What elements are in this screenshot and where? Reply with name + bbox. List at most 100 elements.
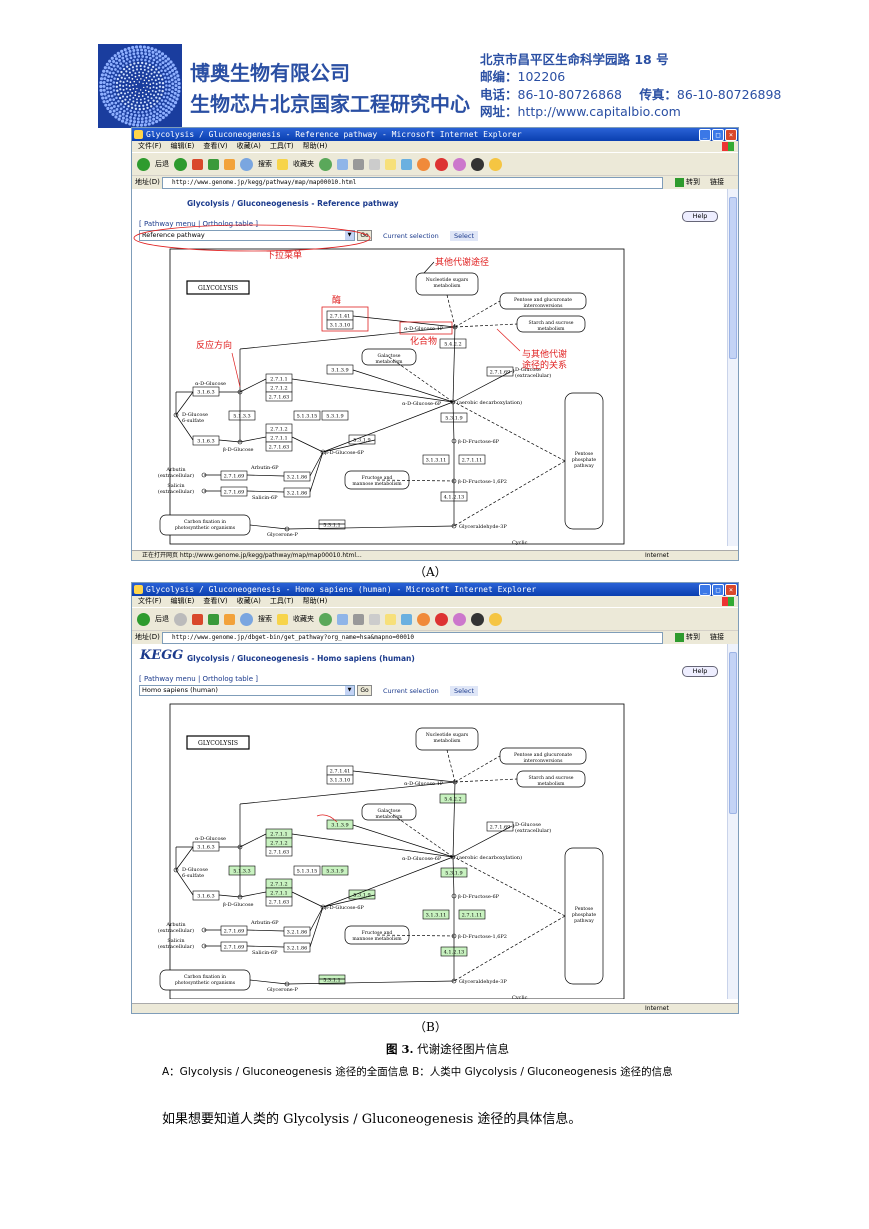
help-button[interactable]: Help [682, 211, 718, 222]
favorites-star-icon[interactable] [277, 158, 288, 170]
maximize-button[interactable]: □ [712, 129, 724, 141]
emoji-icon[interactable] [489, 157, 502, 171]
select-button[interactable]: Select [450, 231, 478, 241]
chevron-down-icon[interactable]: ▼ [345, 231, 354, 240]
menu-view[interactable]: 查看(V) [203, 142, 228, 150]
map-edge [309, 906, 324, 948]
menu-help[interactable]: 帮助(H) [302, 142, 328, 150]
go-submit-button[interactable]: Go [357, 230, 372, 241]
organism-dropdown[interactable]: Reference pathway▼ [139, 230, 355, 241]
url-input[interactable]: http://www.genome.jp/dbget-bin/get_pathw… [162, 632, 663, 644]
menu-edit[interactable]: 编辑(E) [170, 142, 195, 150]
enzyme-2-7-1-63-b: 2.7.1.63 [269, 900, 290, 906]
history-icon[interactable] [319, 157, 332, 171]
url-input[interactable]: http://www.genome.jp/kegg/pathway/map/ma… [162, 177, 663, 189]
smiley-icon[interactable] [417, 157, 430, 171]
window-titlebar: Glycolysis / Gluconeogenesis - Homo sapi… [132, 583, 738, 596]
menu-file[interactable]: 文件(F) [138, 142, 162, 150]
enzyme-3-1-6-3: 3.1.6.3 [197, 845, 215, 851]
edit-icon[interactable] [369, 158, 380, 170]
clock-icon[interactable] [435, 612, 448, 626]
enzyme-2-7-1-2: 2.7.1.2 [270, 841, 288, 847]
smiley-icon[interactable] [417, 612, 430, 626]
menu-help[interactable]: 帮助(H) [302, 597, 328, 605]
messenger-icon[interactable] [401, 613, 412, 625]
links-button[interactable]: 链接 [710, 178, 724, 186]
go-button[interactable]: 转到 [686, 633, 700, 641]
mail-icon[interactable] [337, 158, 348, 170]
menu-edit[interactable]: 编辑(E) [170, 597, 195, 605]
compound-cyclic: Cyclic [512, 995, 528, 999]
print-icon[interactable] [353, 158, 364, 170]
map-edge [376, 934, 455, 937]
favorites-star-icon[interactable] [277, 613, 288, 625]
refresh-icon[interactable] [208, 613, 219, 625]
map-edge [246, 490, 285, 493]
history-icon[interactable] [319, 612, 332, 626]
search-icon[interactable] [240, 612, 253, 626]
close-button[interactable]: × [725, 584, 737, 596]
enzyme-3-2-1-86-b: 3.2.1.86 [287, 946, 308, 952]
enzyme-3-1-3-11-box [422, 909, 450, 920]
vertical-scrollbar[interactable] [727, 189, 738, 546]
chevron-down-icon[interactable]: ▼ [345, 686, 354, 695]
pathway-links[interactable]: [ Pathway menu | Ortholog table ] [139, 220, 258, 228]
menu-view[interactable]: 查看(V) [203, 597, 228, 605]
vertical-scrollbar[interactable] [727, 644, 738, 999]
enzyme-5-3-1-1-box [318, 974, 346, 985]
menu-favorites[interactable]: 收藏(A) [236, 597, 261, 605]
close-button[interactable]: × [725, 129, 737, 141]
pathway-links[interactable]: [ Pathway menu | Ortholog table ] [139, 675, 258, 683]
emoji-icon[interactable] [489, 612, 502, 626]
messenger-icon[interactable] [401, 158, 412, 170]
forward-arrow-icon[interactable] [174, 157, 187, 171]
help-button[interactable]: Help [682, 666, 718, 677]
menu-file[interactable]: 文件(F) [138, 597, 162, 605]
menu-tools[interactable]: 工具(T) [269, 142, 294, 150]
enzyme-5-3-1-9-b: 5.3.1.9 [353, 893, 371, 899]
enzyme-5-4-2-2: 5.4.2.2 [444, 797, 462, 803]
go-submit-button[interactable]: Go [357, 685, 372, 696]
folder-icon[interactable] [385, 158, 396, 170]
search-icon[interactable] [240, 157, 253, 171]
map-edge [452, 781, 456, 858]
home-icon[interactable] [224, 613, 235, 625]
minimize-button[interactable]: _ [699, 584, 711, 596]
flower-icon[interactable] [453, 612, 466, 626]
refresh-icon[interactable] [208, 158, 219, 170]
menu-favorites[interactable]: 收藏(A) [236, 142, 261, 150]
back-arrow-icon[interactable] [137, 612, 150, 626]
folder-icon[interactable] [385, 613, 396, 625]
mail-icon[interactable] [337, 613, 348, 625]
go-arrow-icon[interactable] [675, 633, 684, 642]
select-button[interactable]: Select [450, 686, 478, 696]
maximize-button[interactable]: □ [712, 584, 724, 596]
back-arrow-icon[interactable] [137, 157, 150, 171]
center-name: 生物芯片北京国家工程研究中心 [190, 92, 470, 116]
go-arrow-icon[interactable] [675, 178, 684, 187]
minimize-button[interactable]: _ [699, 129, 711, 141]
penguin-icon[interactable] [471, 612, 484, 626]
penguin-icon[interactable] [471, 157, 484, 171]
forward-arrow-icon[interactable] [174, 612, 187, 626]
go-button[interactable]: 转到 [686, 178, 700, 186]
enzyme-2-7-1-1-b: 2.7.1.1 [270, 891, 288, 897]
carbon-fixation-pathway: Carbon fixation in [184, 519, 226, 525]
clock-icon[interactable] [435, 157, 448, 171]
print-icon[interactable] [353, 613, 364, 625]
menu-tools[interactable]: 工具(T) [269, 597, 294, 605]
galactose-pathway: metabolism [375, 359, 403, 365]
stop-icon[interactable] [192, 158, 203, 170]
compound-arbutin-6p: Arbutin-6P [250, 465, 279, 471]
edit-icon[interactable] [369, 613, 380, 625]
flower-icon[interactable] [453, 157, 466, 171]
map-edge [322, 439, 376, 453]
map-edge [454, 778, 518, 783]
enzyme-2-7-1-69-b-box [220, 925, 248, 936]
organism-dropdown[interactable]: Homo sapiens (human)▼ [139, 685, 355, 696]
enzyme-3-1-3-9-box [326, 364, 354, 375]
home-icon[interactable] [224, 158, 235, 170]
stop-icon[interactable] [192, 613, 203, 625]
map-edge [175, 846, 194, 871]
links-button[interactable]: 链接 [710, 633, 724, 641]
